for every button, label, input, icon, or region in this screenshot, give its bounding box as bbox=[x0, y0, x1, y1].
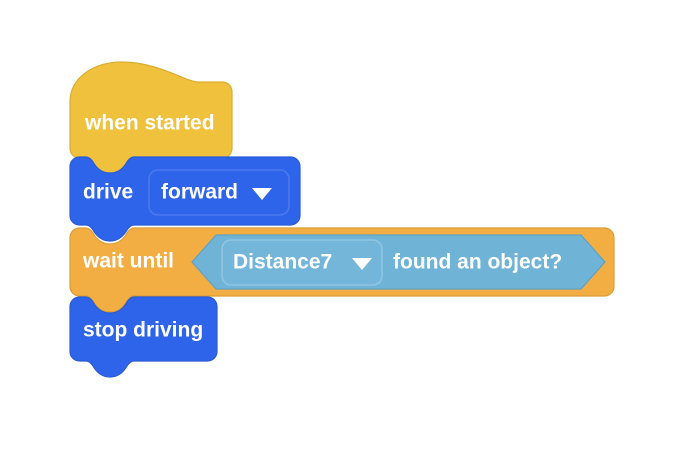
block-wait-until[interactable]: wait until Distance7 found an object? bbox=[69, 227, 615, 313]
boolean-predicate-label: found an object? bbox=[393, 251, 562, 274]
when-started-label: when started bbox=[84, 112, 215, 135]
block-stop-driving[interactable]: stop driving bbox=[69, 296, 218, 378]
drive-label: drive bbox=[83, 181, 133, 204]
wait-until-label: wait until bbox=[82, 250, 174, 273]
direction-dropdown-value: forward bbox=[161, 181, 238, 204]
stop-driving-shape[interactable] bbox=[69, 296, 218, 378]
chevron-down-icon[interactable] bbox=[252, 188, 272, 200]
sensor-dropdown[interactable]: Distance7 bbox=[221, 239, 383, 286]
direction-dropdown[interactable]: forward bbox=[148, 169, 290, 216]
stop-driving-label: stop driving bbox=[83, 319, 203, 342]
sensor-dropdown-value: Distance7 bbox=[233, 251, 332, 274]
block-when-started[interactable]: when started bbox=[69, 61, 233, 175]
boolean-distance-found-object[interactable]: Distance7 found an object? bbox=[191, 234, 606, 290]
chevron-down-icon[interactable] bbox=[352, 258, 372, 270]
direction-dropdown-bg[interactable] bbox=[148, 169, 290, 216]
sensor-dropdown-bg[interactable] bbox=[221, 239, 383, 286]
block-drive[interactable]: drive forward bbox=[69, 156, 301, 242]
